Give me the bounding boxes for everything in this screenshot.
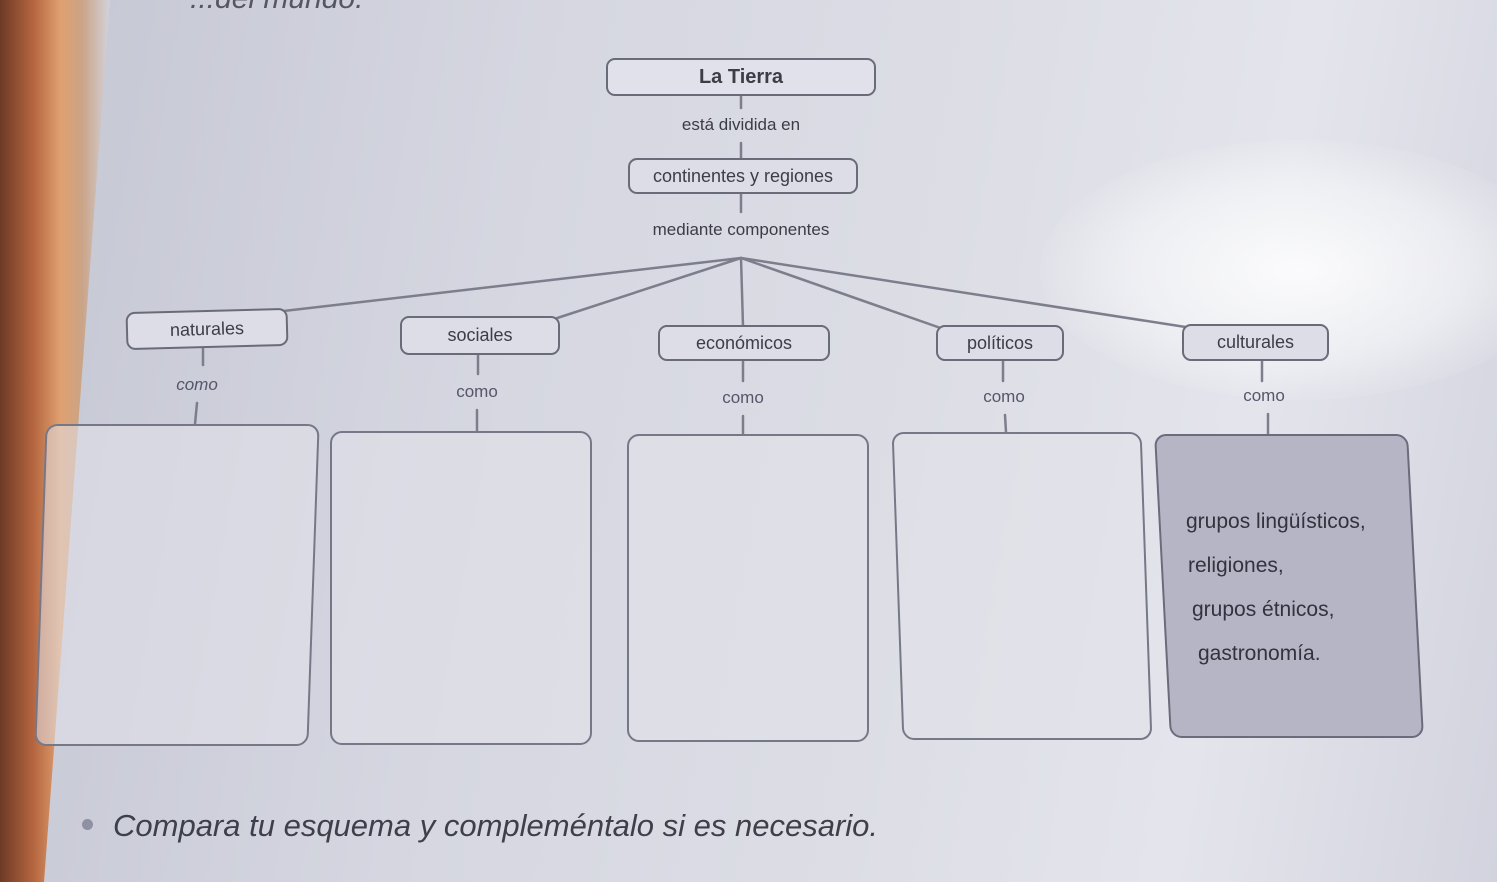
connector-sociales: [543, 256, 743, 324]
node-politicos: políticos: [936, 325, 1064, 361]
connector-politicos-box: [1003, 413, 1008, 434]
connector-naturales-box: [193, 401, 199, 426]
answer-box-economicos[interactable]: [627, 434, 869, 742]
link-economicos-como: como: [722, 388, 764, 407]
instruction-text: Compara tu esquema y compleméntalo si es…: [113, 808, 879, 843]
connector-politicos: [739, 256, 954, 334]
answer-box-sociales[interactable]: [330, 431, 592, 745]
example-item: grupos lingüísticos,: [1186, 510, 1366, 533]
connector-naturales: [273, 256, 743, 314]
link-sociales-como: como: [456, 382, 498, 401]
example-item: grupos étnicos,: [1192, 598, 1335, 621]
link-culturales-como: como: [1243, 386, 1285, 405]
bullet-icon: [82, 819, 93, 831]
node-culturales: culturales: [1182, 324, 1329, 361]
link-mediante-componentes: mediante componentes: [652, 220, 830, 239]
answer-box-politicos[interactable]: [891, 432, 1153, 740]
connector-culturales: [739, 256, 1194, 330]
node-sociales: sociales: [400, 316, 560, 355]
node-la-tierra: La Tierra: [606, 58, 876, 96]
connector-economicos: [739, 256, 745, 328]
culturales-examples-list: grupos lingüísticos, religiones, grupos …: [1180, 500, 1380, 676]
node-continentes-y-regiones: continentes y regiones: [628, 158, 858, 194]
instruction-line: Compara tu esquema y compleméntalo si es…: [82, 808, 878, 844]
example-item: gastronomía.: [1198, 642, 1321, 665]
node-naturales: naturales: [125, 307, 289, 351]
top-cut-text: ...del mundo.: [190, 0, 363, 16]
answer-box-naturales[interactable]: [34, 424, 320, 746]
example-item: religiones,: [1188, 554, 1284, 577]
link-esta-dividida-en: está dividida en: [681, 115, 801, 134]
link-politicos-como: como: [983, 387, 1025, 406]
link-naturales-como: como: [176, 375, 218, 394]
node-economicos: económicos: [658, 325, 830, 361]
